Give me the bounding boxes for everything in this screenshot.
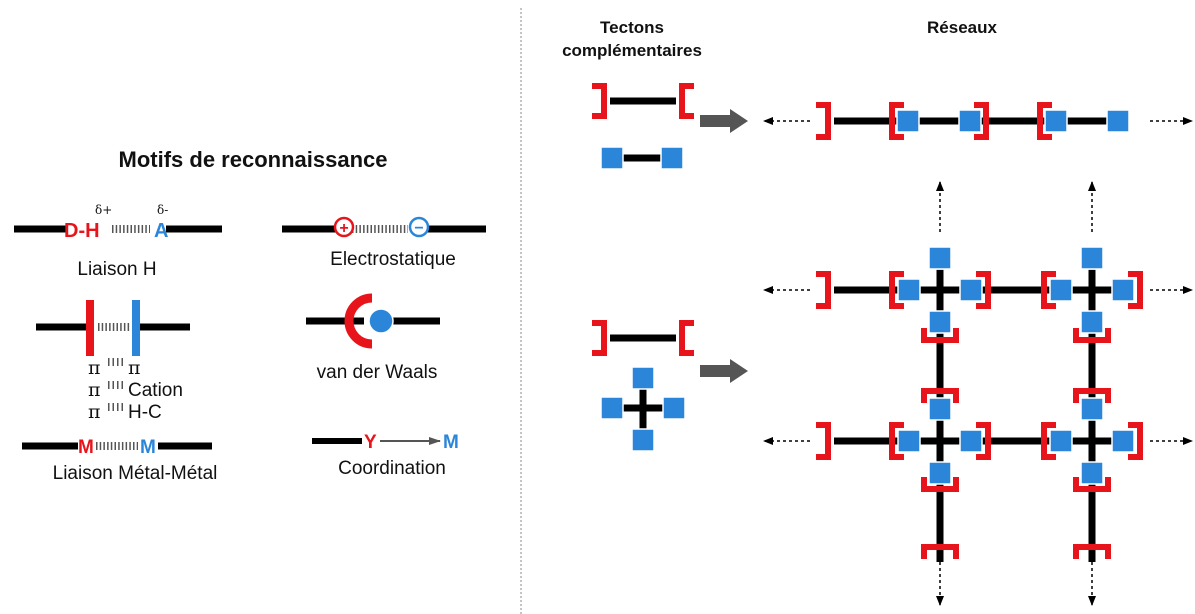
blue-square-tecton <box>631 428 655 452</box>
pi-right-1: π <box>128 357 141 379</box>
pi-left-1: π <box>88 357 101 379</box>
metal-m2: M <box>140 437 156 458</box>
red-bracket-tecton <box>921 388 959 403</box>
red-bracket-tecton <box>1128 422 1143 460</box>
blue-square-tecton <box>1049 278 1073 302</box>
pi-left-3: π <box>88 401 101 423</box>
red-bracket-tecton <box>816 102 831 140</box>
red-bracket-tecton <box>889 102 904 140</box>
blue-square-tecton <box>1080 310 1104 334</box>
header-tectons-2: complémentaires <box>562 41 702 60</box>
hbond-acceptor: A <box>154 220 168 242</box>
blue-square-tecton <box>1080 461 1104 485</box>
pi-plane-red <box>86 300 94 356</box>
blue-square-tecton <box>1049 429 1073 453</box>
hbond-donor: D-H <box>64 220 100 242</box>
plus-charge-icon <box>333 216 355 238</box>
blue-square-tecton <box>1080 397 1104 421</box>
blue-square-tecton <box>600 396 624 420</box>
red-bracket-tecton <box>974 102 989 140</box>
blue-square-tecton <box>1111 429 1135 453</box>
delta-minus: δ- <box>157 203 168 217</box>
hbond-motif: D-H A δ+ δ- Liaison H <box>14 203 222 280</box>
assembly-arrow-icon <box>700 109 748 133</box>
blue-square-tecton <box>928 397 952 421</box>
header-tectons-1: Tectons <box>600 18 664 37</box>
electrostatic-motif: + − Electrostatique <box>282 216 486 270</box>
header-networks: Réseaux <box>927 18 997 37</box>
vdw-guest-ball <box>368 308 394 334</box>
blue-square-tecton <box>896 109 920 133</box>
blue-square-tecton <box>660 146 684 170</box>
network-graphics <box>592 83 1193 606</box>
red-bracket-tecton <box>1128 271 1143 309</box>
blue-square-tecton <box>897 429 921 453</box>
blue-square-tecton <box>600 146 624 170</box>
blue-square-tecton <box>1044 109 1068 133</box>
coordination-label: Coordination <box>338 458 446 479</box>
vdw-motif: van der Waals <box>306 293 440 383</box>
minus-charge-icon <box>408 216 430 238</box>
red-bracket-tecton <box>921 544 959 559</box>
blue-square-tecton <box>631 366 655 390</box>
red-bracket-tecton <box>1041 422 1056 460</box>
electrostatic-label: Electrostatique <box>330 249 456 270</box>
blue-square-tecton <box>1111 278 1135 302</box>
red-bracket-tecton <box>921 328 959 343</box>
pi-stacking-motif: π π π Cation π H-C <box>36 300 190 423</box>
red-bracket-tecton <box>1073 477 1111 492</box>
hc-label: H-C <box>128 402 162 423</box>
vdw-receptor-arc <box>344 293 373 349</box>
coordination-motif: Y M Coordination <box>312 432 459 479</box>
red-bracket-tecton <box>592 83 607 119</box>
pi-plane-blue <box>132 300 140 356</box>
coord-y: Y <box>364 432 377 453</box>
red-bracket-tecton <box>1041 271 1056 309</box>
blue-square-tecton <box>959 278 983 302</box>
left-panel-title: Motifs de reconnaissance <box>119 147 388 172</box>
plus-sign: + <box>339 220 348 237</box>
cation-label: Cation <box>128 380 183 401</box>
coord-m: M <box>443 432 459 453</box>
pi-left-2: π <box>88 379 101 401</box>
red-bracket-tecton <box>1073 388 1111 403</box>
metal-label: Liaison Métal-Métal <box>53 463 218 484</box>
red-bracket-tecton <box>679 83 694 119</box>
blue-square-tecton <box>662 396 686 420</box>
blue-square-tecton <box>959 429 983 453</box>
blue-square-tecton <box>928 461 952 485</box>
red-bracket-tecton <box>816 271 831 309</box>
red-bracket-tecton <box>889 422 904 460</box>
red-bracket-tecton <box>976 422 991 460</box>
red-bracket-tecton <box>1073 544 1111 559</box>
red-bracket-tecton <box>976 271 991 309</box>
metal-m1: M <box>78 437 94 458</box>
blue-square-tecton <box>928 246 952 270</box>
red-bracket-tecton <box>1037 102 1052 140</box>
minus-sign: − <box>414 220 423 237</box>
metal-metal-motif: M M Liaison Métal-Métal <box>22 437 217 484</box>
vdw-label: van der Waals <box>317 362 438 383</box>
blue-square-tecton <box>1106 109 1130 133</box>
blue-square-tecton <box>958 109 982 133</box>
blue-square-tecton <box>897 278 921 302</box>
delta-plus: δ+ <box>95 203 112 217</box>
red-bracket-tecton <box>592 320 607 356</box>
hbond-label: Liaison H <box>77 259 156 280</box>
red-bracket-tecton <box>889 271 904 309</box>
assembly-arrow-icon <box>700 359 748 383</box>
red-bracket-tecton <box>816 422 831 460</box>
blue-square-tecton <box>1080 246 1104 270</box>
red-bracket-tecton <box>1073 328 1111 343</box>
red-bracket-tecton <box>921 477 959 492</box>
red-bracket-tecton <box>679 320 694 356</box>
blue-square-tecton <box>928 310 952 334</box>
